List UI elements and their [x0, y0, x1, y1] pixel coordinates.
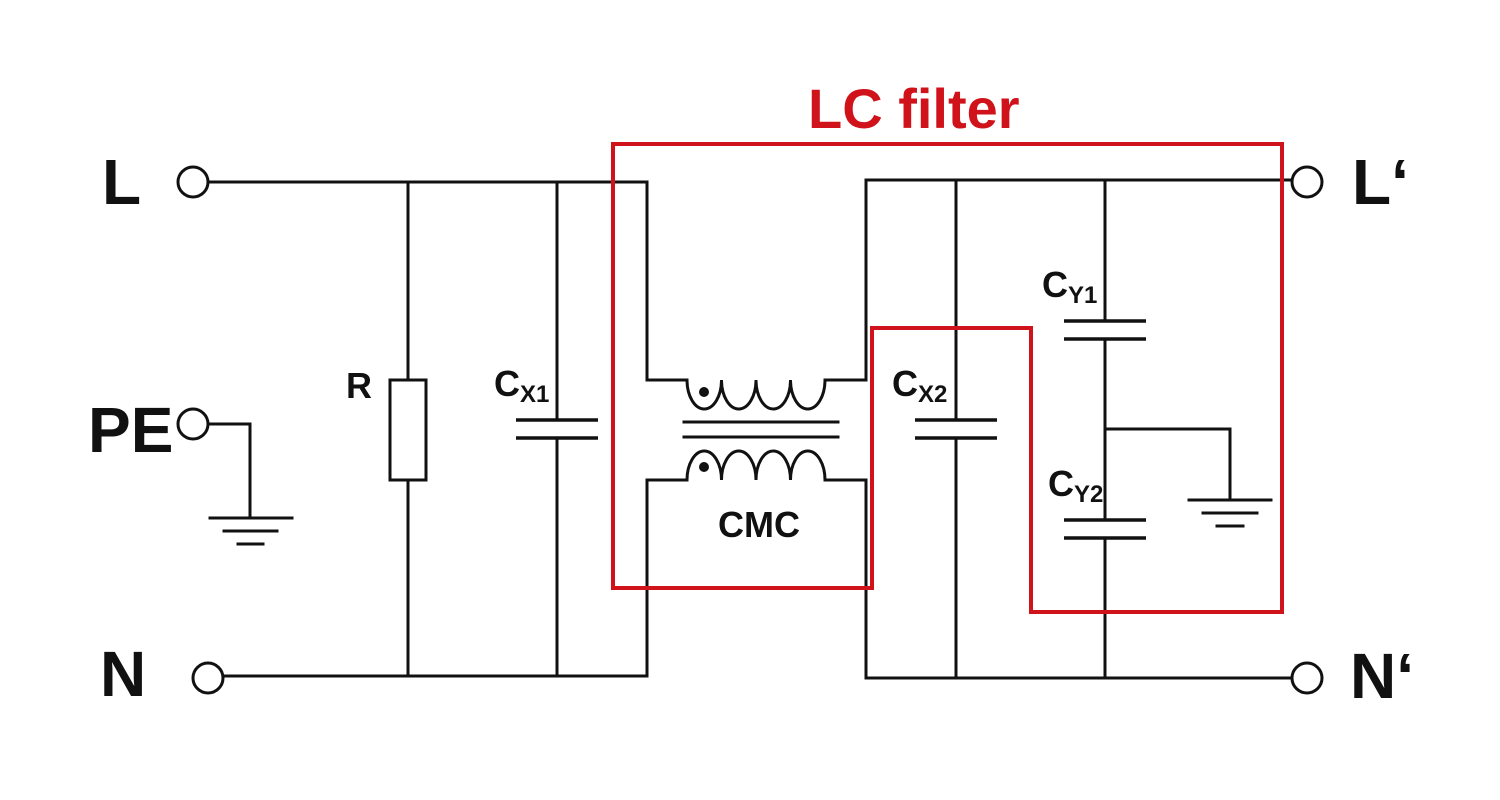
lc-filter-frame: [611, 142, 1284, 614]
label-cy2-sub: Y2: [1074, 481, 1103, 508]
label-cy2-main: C: [1048, 463, 1074, 504]
ground-symbol-pe: [208, 516, 294, 546]
label-cx2: CX2: [892, 363, 947, 408]
capacitor-cy2: [1064, 518, 1146, 540]
capacitor-cx1: [516, 418, 598, 440]
resistor-body: [388, 378, 428, 482]
label-cy1-main: C: [1042, 264, 1068, 305]
terminal-neutral-in: [191, 661, 225, 695]
cmc-bottom-winding: [685, 449, 827, 482]
label-cy1-sub: Y1: [1068, 282, 1097, 309]
wire-cmc-right-bottom: [824, 478, 868, 680]
label-cx2-sub: X2: [918, 381, 947, 408]
label-cy2: CY2: [1048, 463, 1103, 508]
cmc-top-winding: [685, 378, 827, 411]
capacitor-cy1: [1064, 319, 1146, 341]
wire-cmc-left-top: [645, 180, 689, 382]
cmc-polarity-dot-top: [699, 387, 709, 397]
label-cx1-sub: X1: [520, 381, 549, 408]
terminal-line-in: [176, 165, 210, 199]
wire-cmc-right-top: [824, 178, 868, 382]
label-cmc: CMC: [718, 504, 800, 545]
terminal-neutral-out: [1290, 661, 1324, 695]
terminal-line-out: [1290, 165, 1324, 199]
wires: [206, 178, 1294, 680]
label-neutral-in: N: [100, 638, 146, 710]
label-cx1: CX1: [494, 363, 549, 408]
label-cy1: CY1: [1042, 264, 1097, 309]
label-cx2-main: C: [892, 363, 918, 404]
wire-cmc-left-bottom: [645, 478, 689, 678]
capacitor-cx2: [915, 418, 997, 440]
cmc-polarity-dot-bottom: [699, 462, 709, 472]
wire-pe: [206, 422, 252, 520]
cmc-choke: [682, 378, 840, 482]
wire-cy-ground: [1103, 427, 1232, 502]
label-pe: PE: [88, 394, 173, 466]
label-neutral-out: N‘: [1350, 640, 1414, 712]
label-line-out: L‘: [1352, 146, 1409, 218]
label-resistor: R: [346, 365, 372, 406]
lc-filter-label: LC filter: [808, 77, 1020, 140]
ground-symbol-cy: [1187, 498, 1273, 528]
label-cx1-main: C: [494, 363, 520, 404]
label-line-in: L: [102, 146, 141, 218]
terminal-pe: [176, 407, 210, 441]
